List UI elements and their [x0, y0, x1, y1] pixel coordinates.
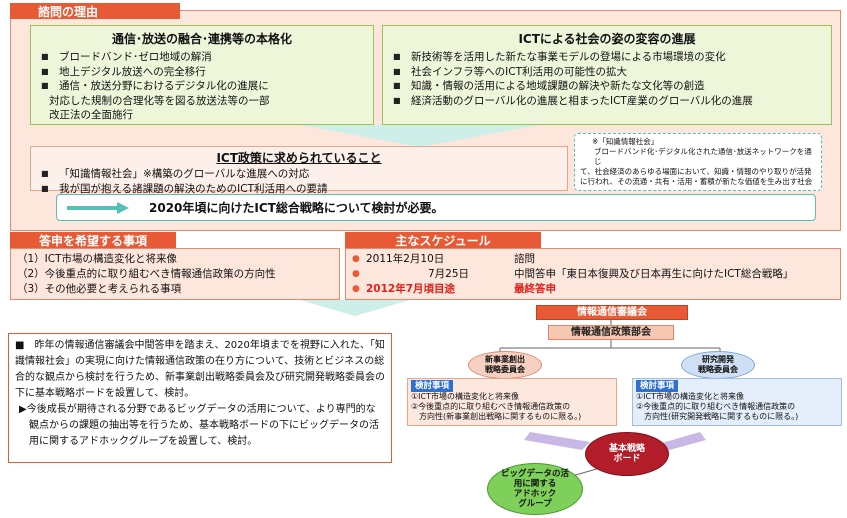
schedule-panel: 2011年2月10日 諮問 7月25日 中間答申「東日本復興及び日本再生に向けたIC…	[345, 248, 841, 300]
schedule-header-text: 主なスケジュール	[395, 233, 491, 248]
right-committee-oval: 研究開発 戦略委員会	[681, 351, 755, 379]
strategy-board-label: 基本戦略 ボード	[608, 444, 645, 464]
subcommittee-box: 情報通信政策部会	[548, 325, 674, 340]
schedule-date: 7月25日	[428, 268, 470, 280]
subcommittee-label: 情報通信政策部会	[571, 327, 651, 338]
kentou-item: ①ICT市場の構造変化と将来像	[636, 392, 745, 401]
schedule-date: 2012年7月頃目途	[366, 283, 456, 295]
list-item: 知識・情報の活用による地域課題の解決や新たな文化等の創造	[389, 79, 825, 94]
right-kentou-box: 検討事項 ①ICT市場の構造変化と将来像 ②今後重点的に取り組むべき情報通信政策…	[632, 378, 842, 426]
policy-box: ICT政策に求められていること 「知識情報社会」※構築のグローバルな進展への対応…	[30, 146, 568, 196]
list-item: （3）その他必要と考えられる事項	[17, 283, 182, 295]
council-box: 情報通信審議会	[536, 305, 688, 320]
explanation-box: ■ 昨年の情報通信審議会中間答申を踏まえ、2020年頃までを視野に入れた、「知識…	[8, 333, 392, 463]
left-committee-oval: 新事業創出 戦略委員会	[468, 351, 542, 379]
convergence-box: 通信･放送の融合･連携等の本格化 ブロードバンド･ゼロ地域の解消 地上デジタル放…	[30, 25, 374, 125]
schedule-row: 2011年2月10日 諮問	[352, 252, 834, 267]
schedule-event: 諮問	[514, 253, 535, 265]
note-line: て、社会経済のあらゆる場面において、知識・情報のやり取りが活発	[580, 167, 812, 176]
right-committee-label: 研究開発 戦略委員会	[698, 355, 738, 374]
explanation-subparagraph: ▶今後成長が期待される分野であるビッグデータの活用について、より専門的な観点から…	[19, 404, 379, 447]
list-item: 経済活動のグローバル化の進展と相まったICT産業のグローバル化の進展	[389, 94, 825, 109]
council-label: 情報通信審議会	[577, 307, 647, 318]
list-item: 「知識情報社会」※構築のグローバルな進展への対応	[37, 167, 561, 182]
note-line: に行われ、その流通・共有・活用・蓄積が新たな価値を生み出す社会	[580, 177, 813, 186]
schedule-event: 最終答申	[514, 283, 556, 295]
right-arrow-icon	[67, 201, 129, 214]
org-connector-lines	[499, 320, 721, 479]
schedule-list: 2011年2月10日 諮問 7月25日 中間答申「東日本復興及び日本再生に向けたIC…	[352, 252, 834, 297]
conclusion-box: 2020年頃に向けたICT総合戦略について検討が必要。	[56, 194, 816, 221]
consultation-reason-header-text: 諮問の理由	[38, 4, 99, 19]
schedule-row: 2012年7月頃目途 最終答申	[352, 282, 834, 297]
conclusion-text: 2020年頃に向けたICT総合戦略について検討が必要。	[149, 201, 444, 215]
desired-items-header-text: 答申を希望する事項	[38, 233, 147, 248]
convergence-continuation: 対応した規制の合理化等を図る放送法等の一部 改正法の全面施行	[37, 94, 367, 123]
kentou-item: ②今後重点的に取り組むべき情報通信政策の	[636, 402, 796, 411]
adhoc-group-label: ビッグデータの活 用に関する アドホック グループ	[500, 469, 569, 509]
left-committee-label: 新事業創出 戦略委員会	[485, 355, 525, 374]
schedule-event: 中間答申「東日本復興及び日本再生に向けたICT総合戦略」	[514, 268, 794, 280]
continuation-line: 対応した規制の合理化等を図る放送法等の一部	[49, 94, 270, 107]
left-kentou-box: 検討事項 ①ICT市場の構造変化と将来像 ②今後重点的に取り組むべき情報通信政策…	[407, 378, 617, 426]
consultation-reason-header: 諮問の理由	[10, 3, 180, 19]
kentou-item: 方向性(新事業創出戦略に関するものに限る。)	[411, 412, 582, 421]
kentou-item: 方向性(研究開発戦略に関するものに限る。)	[636, 412, 799, 421]
list-item: 通信・放送分野におけるデジタル化の進展に	[37, 79, 367, 94]
desired-items-panel: （1）ICT市場の構造変化と将来像 （2）今後重点的に取り組むべき情報通信政策の…	[10, 248, 340, 300]
list-item: 地上デジタル放送への完全移行	[37, 65, 367, 80]
list-item: 社会インフラ等へのICT利活用の可能性の拡大	[389, 65, 825, 80]
policy-title: ICT政策に求められていること	[216, 151, 382, 165]
schedule-row: 7月25日 中間答申「東日本復興及び日本再生に向けたICT総合戦略」	[352, 267, 834, 282]
note-line: ブロードバンド化･デジタル化された通信･放送ネットワークを通じ	[594, 147, 812, 166]
society-change-list: 新技術等を活用した新たな事業モデルの登場による市場環境の変化 社会インフラ等への…	[389, 50, 825, 108]
chevron-down-icon	[300, 300, 410, 316]
note-title: ※「知識情報社会」	[592, 137, 659, 146]
desired-items-list: （1）ICT市場の構造変化と将来像 （2）今後重点的に取り組むべき情報通信政策の…	[17, 252, 333, 297]
convergence-title: 通信･放送の融合･連携等の本格化	[111, 32, 292, 46]
kentou-label: 検討事項	[411, 380, 454, 392]
society-change-title: ICTによる社会の姿の変容の進展	[518, 32, 696, 46]
kentou-item: ②今後重点的に取り組むべき情報通信政策の	[411, 402, 571, 411]
list-item: 我が国が抱える諸課題の解決のためのICT利活用への要請	[37, 182, 561, 197]
explanation-paragraph: ■ 昨年の情報通信審議会中間答申を踏まえ、2020年頃までを視野に入れた、「知識…	[15, 340, 385, 399]
knowledge-society-note: ※「知識情報社会」 ブロードバンド化･デジタル化された通信･放送ネットワークを通…	[574, 133, 822, 191]
down-arrow-icon	[300, 125, 540, 147]
policy-list: 「知識情報社会」※構築のグローバルな進展への対応 我が国が抱える諸課題の解決のた…	[37, 167, 561, 196]
desired-items-header: 答申を希望する事項	[10, 232, 176, 248]
list-item: （2）今後重点的に取り組むべき情報通信政策の方向性	[17, 268, 276, 280]
list-item: ブロードバンド･ゼロ地域の解消	[37, 50, 367, 65]
continuation-line: 改正法の全面施行	[49, 109, 133, 121]
schedule-header: 主なスケジュール	[345, 232, 541, 248]
list-item: 新技術等を活用した新たな事業モデルの登場による市場環境の変化	[389, 50, 825, 65]
convergence-list: ブロードバンド･ゼロ地域の解消 地上デジタル放送への完全移行 通信・放送分野にお…	[37, 50, 367, 94]
society-change-box: ICTによる社会の姿の変容の進展 新技術等を活用した新たな事業モデルの登場による…	[382, 25, 832, 125]
adhoc-group-oval: ビッグデータの活 用に関する アドホック グループ	[487, 463, 583, 515]
schedule-date: 2011年2月10日	[366, 253, 445, 265]
kentou-label: 検討事項	[636, 380, 679, 392]
list-item: （1）ICT市場の構造変化と将来像	[17, 253, 178, 265]
kentou-item: ①ICT市場の構造変化と将来像	[411, 392, 520, 401]
strategy-board-oval: 基本戦略 ボード	[585, 432, 669, 476]
